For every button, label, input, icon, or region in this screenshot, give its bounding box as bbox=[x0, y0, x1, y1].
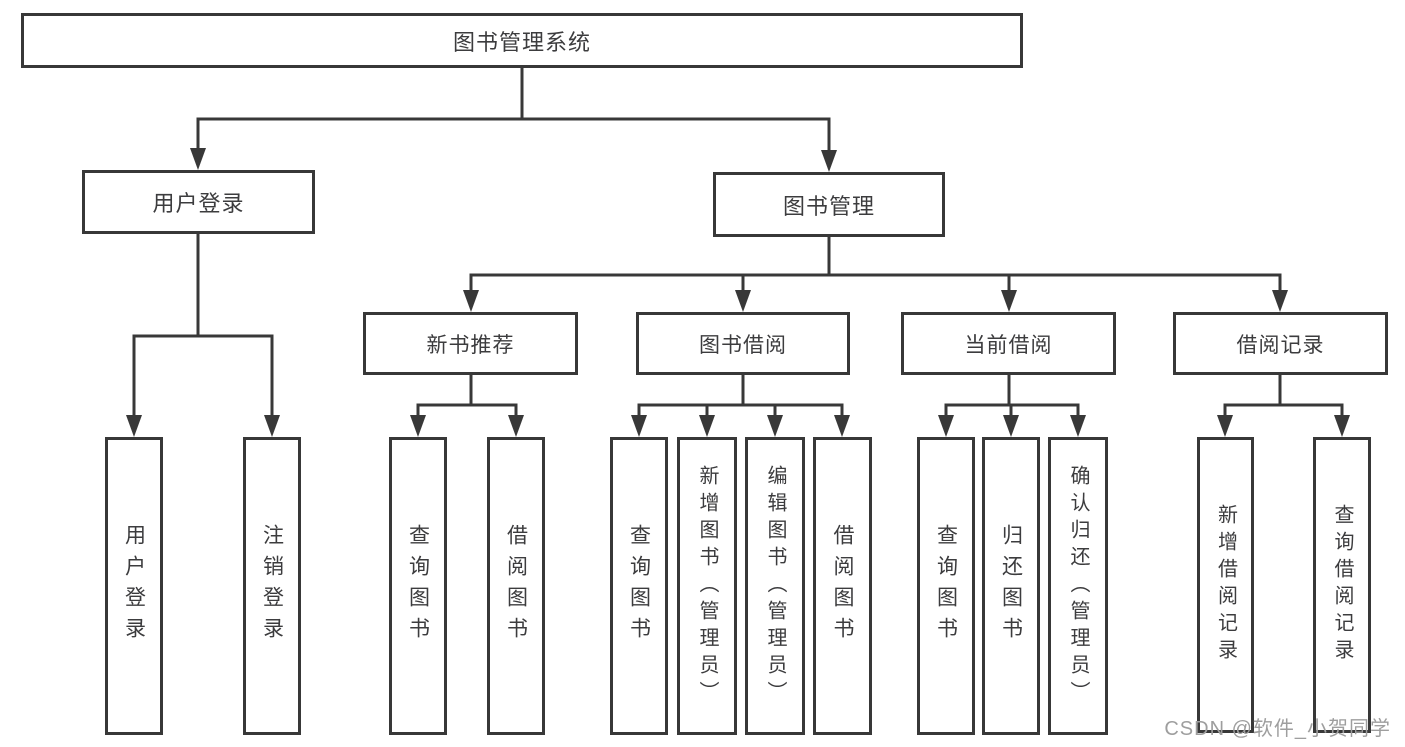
node-current-borrow: 当前借阅 bbox=[901, 312, 1116, 375]
leaf-borrow-books-recommend: 借阅图书 bbox=[487, 437, 545, 735]
node-book-management: 图书管理 bbox=[713, 172, 945, 237]
node-root-system: 图书管理系统 bbox=[21, 13, 1023, 68]
leaf-return-books: 归还图书 bbox=[982, 437, 1040, 735]
csdn-watermark: CSDN @软件_小贺同学 bbox=[1164, 718, 1391, 740]
leaf-user-login: 用户登录 bbox=[105, 437, 163, 735]
node-book-borrow: 图书借阅 bbox=[636, 312, 850, 375]
leaf-query-books-borrow: 查询图书 bbox=[610, 437, 668, 735]
leaf-borrow-books: 借阅图书 bbox=[813, 437, 872, 735]
node-new-book-recommend: 新书推荐 bbox=[363, 312, 578, 375]
leaf-edit-books-admin: 编辑图书（管理员） bbox=[745, 437, 805, 735]
leaf-confirm-return-admin: 确认归还（管理员） bbox=[1048, 437, 1108, 735]
leaf-add-borrow-record: 新增借阅记录 bbox=[1197, 437, 1254, 733]
leaf-logout-login: 注销登录 bbox=[243, 437, 301, 735]
node-user-login: 用户登录 bbox=[82, 170, 315, 234]
leaf-query-books-recommend: 查询图书 bbox=[389, 437, 447, 735]
leaf-query-books-current: 查询图书 bbox=[917, 437, 975, 735]
leaf-query-borrow-record: 查询借阅记录 bbox=[1313, 437, 1371, 733]
node-borrow-records: 借阅记录 bbox=[1173, 312, 1388, 375]
leaf-add-books-admin: 新增图书（管理员） bbox=[677, 437, 737, 735]
